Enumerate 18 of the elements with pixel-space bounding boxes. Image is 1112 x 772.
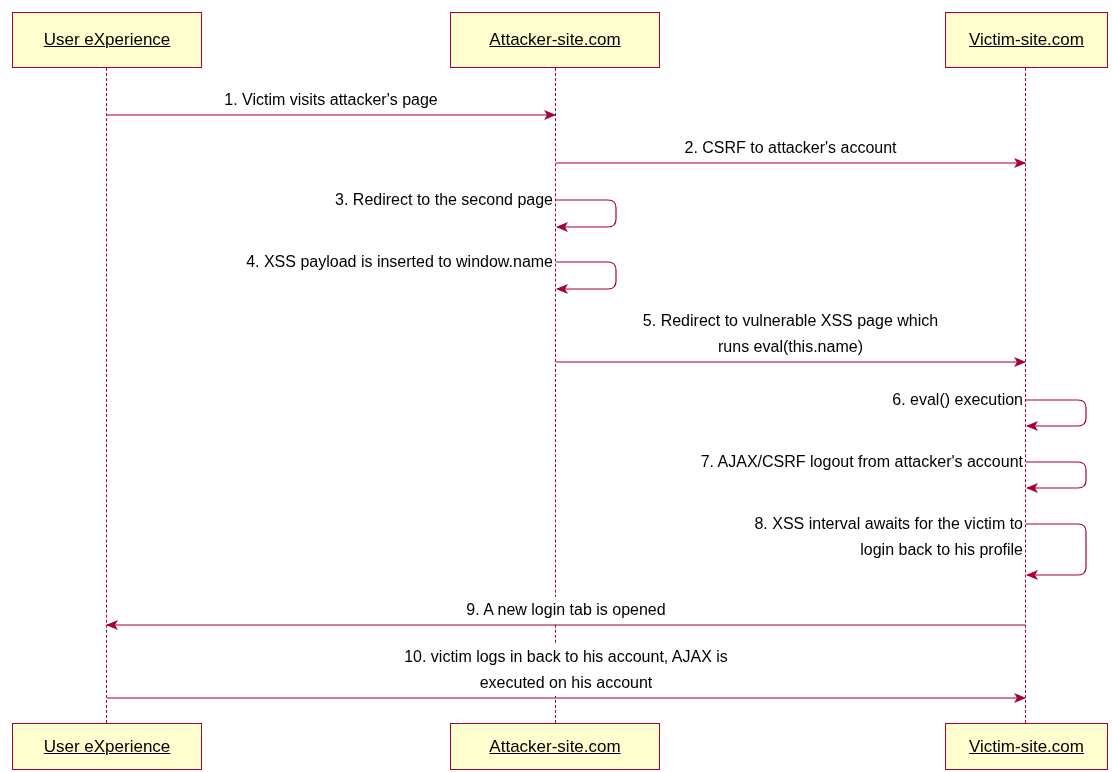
lifeline: [1025, 68, 1026, 723]
message-arrow: [555, 199, 617, 232]
message-arrow: [106, 693, 1026, 703]
message-arrow: [106, 620, 1026, 630]
lifeline: [106, 68, 107, 723]
message-arrow: [1025, 461, 1087, 493]
message-arrow: [106, 110, 556, 120]
message-arrow: [1025, 523, 1087, 580]
participant-box: Victim-site.com: [945, 12, 1108, 68]
participant-box: User eXperience: [12, 723, 202, 770]
participant-box: User eXperience: [12, 12, 202, 68]
participant-box: Attacker-site.com: [450, 12, 660, 68]
message-arrow: [555, 158, 1026, 168]
message-arrow: [555, 357, 1026, 367]
message-arrow: [555, 261, 617, 294]
participant-box: Victim-site.com: [945, 723, 1108, 770]
message-arrow: [1025, 399, 1087, 431]
participant-box: Attacker-site.com: [450, 723, 660, 770]
